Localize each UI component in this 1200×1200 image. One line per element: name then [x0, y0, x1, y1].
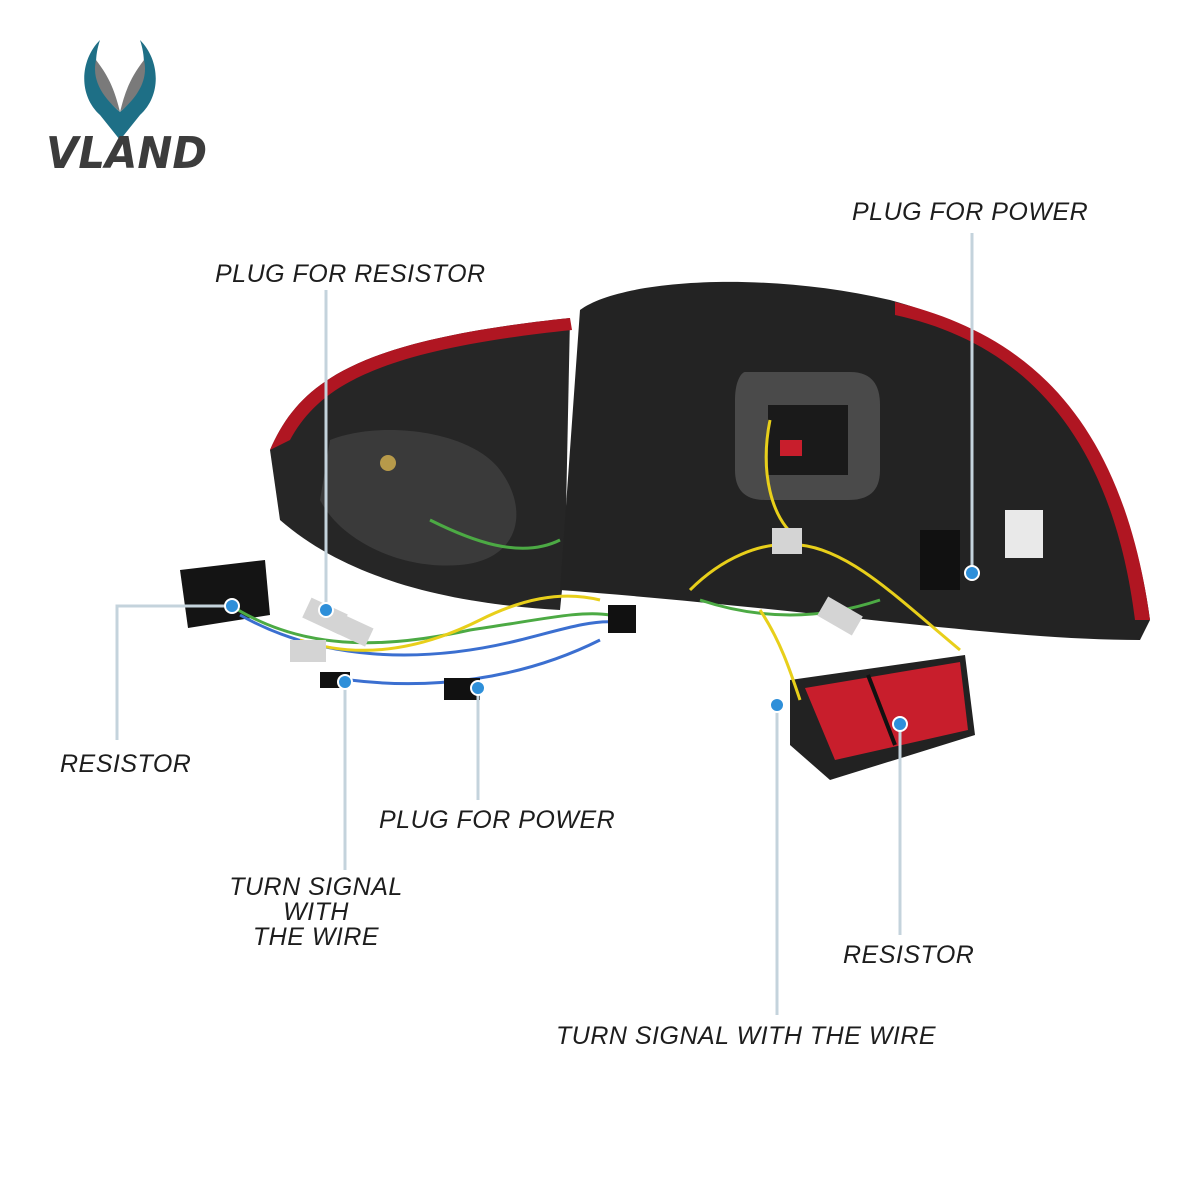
- label-turn-signal-right: TURN SIGNAL WITH THE WIRE: [556, 1022, 937, 1050]
- resistor-left: [180, 560, 270, 628]
- tail-lamp-inner: [560, 281, 1150, 640]
- leader-lines: [115, 233, 974, 1015]
- label-resistor-left: RESISTOR: [60, 750, 192, 778]
- resistor-right: [790, 655, 975, 780]
- label-plug-for-resistor: PLUG FOR RESISTOR: [215, 260, 486, 288]
- label-plug-for-power-top: PLUG FOR POWER: [852, 198, 1089, 226]
- leader-dots: [224, 565, 980, 732]
- vland-logo-icon: [84, 40, 156, 140]
- label-resistor-right: RESISTOR: [843, 941, 975, 969]
- label-turn-signal-left: TURN SIGNAL WITH THE WIRE: [229, 873, 403, 951]
- brand-name: VLAND: [46, 128, 208, 179]
- label-plug-for-power-mid: PLUG FOR POWER: [379, 806, 616, 834]
- tail-lamp-outer: [270, 318, 572, 610]
